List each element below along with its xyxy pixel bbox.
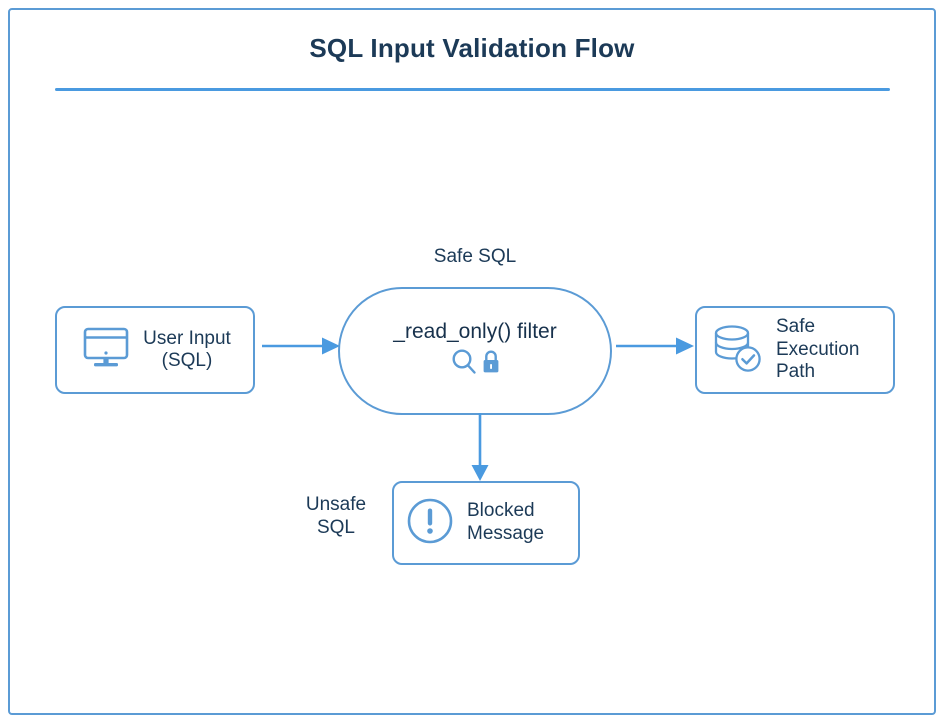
node-user-input[interactable]: User Input (SQL) bbox=[55, 306, 255, 394]
arrow-filter-to-safe-icon bbox=[616, 334, 694, 363]
filter-icon-group bbox=[449, 347, 502, 382]
magnifier-icon bbox=[449, 347, 479, 382]
node-blocked-message[interactable]: Blocked Message bbox=[392, 481, 580, 565]
node-filter-label: _read_only() filter bbox=[393, 319, 557, 343]
node-read-only-filter[interactable]: _read_only() filter bbox=[338, 287, 612, 415]
node-blocked-message-label: Blocked Message bbox=[467, 500, 545, 544]
node-safe-execution-label: Safe Execution Path bbox=[776, 315, 860, 383]
database-check-icon bbox=[711, 322, 763, 379]
exclamation-circle-icon bbox=[406, 497, 454, 550]
caption-unsafe-sql: Unsafe SQL bbox=[305, 494, 367, 538]
arrow-filter-to-blocked-icon bbox=[468, 413, 492, 486]
node-user-input-label: User Input (SQL) bbox=[143, 327, 231, 371]
page-title: SQL Input Validation Flow bbox=[309, 33, 635, 63]
caption-safe-sql: Safe SQL bbox=[433, 246, 517, 267]
monitor-icon bbox=[83, 327, 129, 374]
title-divider bbox=[55, 88, 890, 91]
arrow-input-to-filter-icon bbox=[262, 334, 340, 363]
node-safe-execution-path[interactable]: Safe Execution Path bbox=[695, 306, 895, 394]
lock-icon bbox=[480, 348, 502, 381]
